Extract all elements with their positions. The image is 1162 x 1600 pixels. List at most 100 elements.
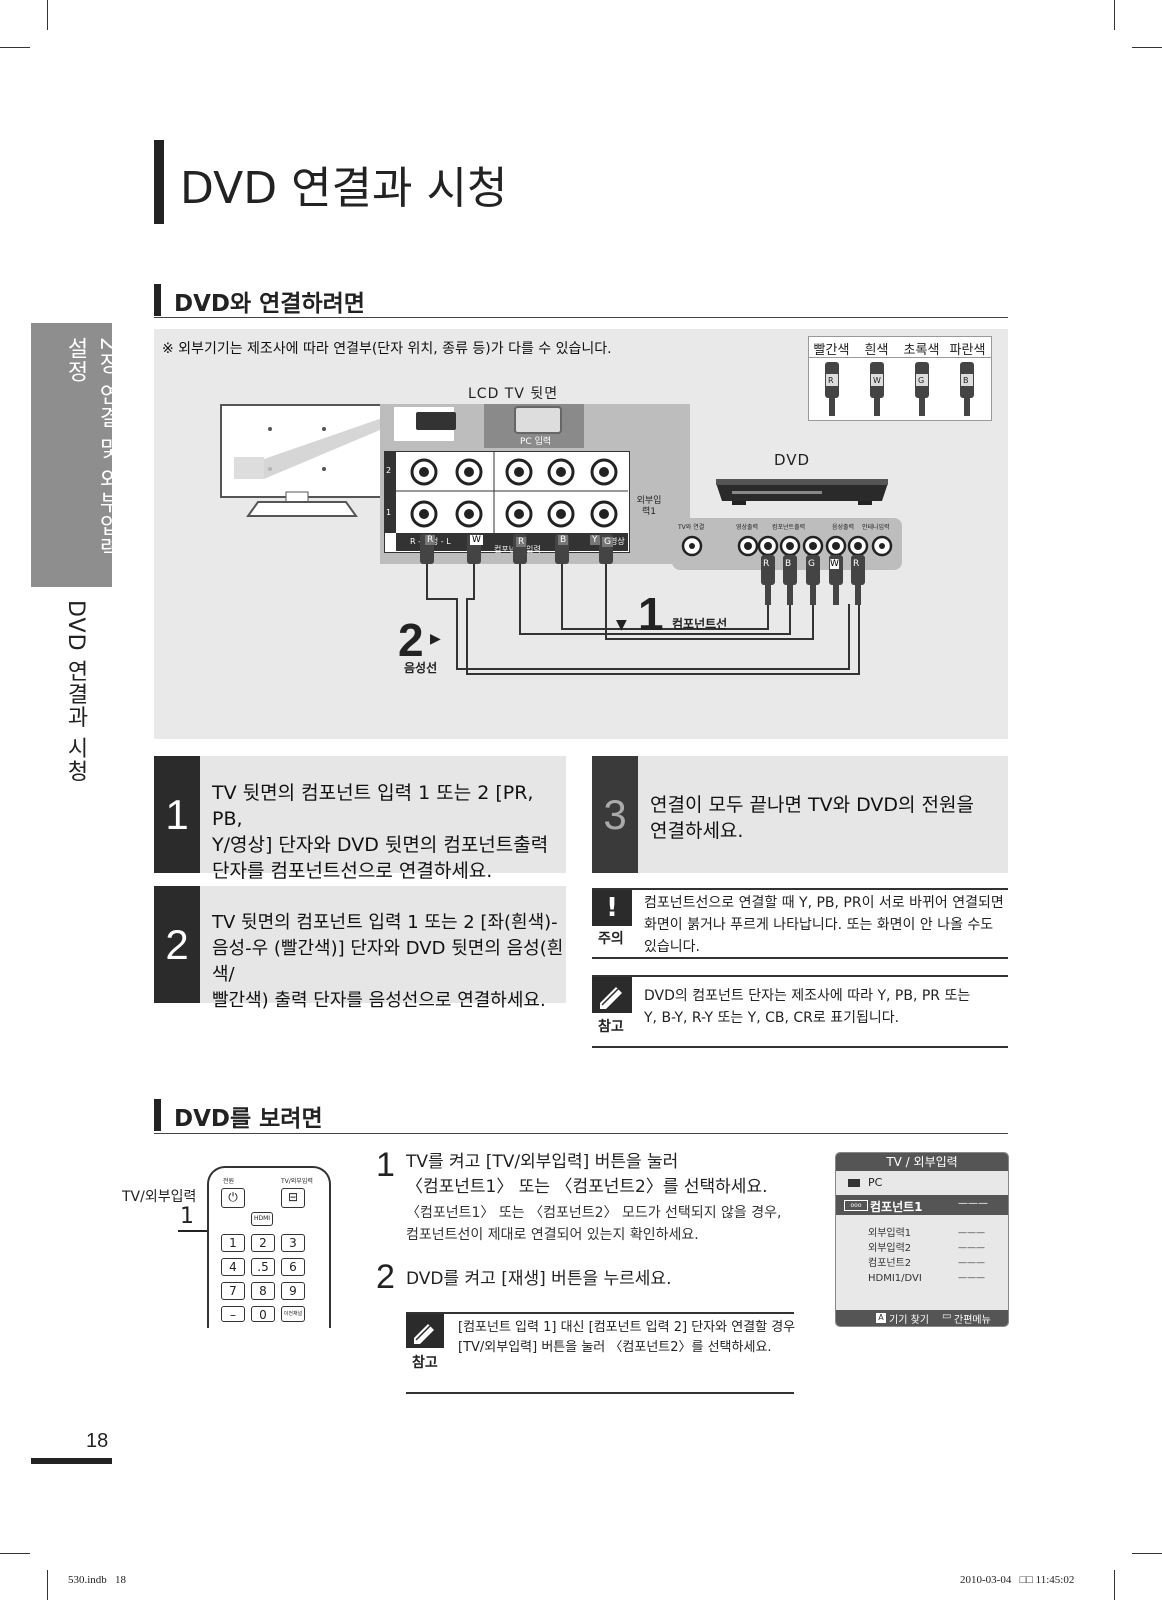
view-step2-text: DVD를 켜고 [재생] 버튼을 누르세요. xyxy=(406,1269,672,1289)
osd-footer-menu[interactable]: 간편메뉴 xyxy=(954,1315,991,1326)
view-step1-sub: 〈컴포넌트1〉 또는 〈컴포넌트2〉 모드가 선택되지 않을 경우, 컴포넌트선… xyxy=(406,1205,782,1243)
section-title: DVD와 연결하려면 xyxy=(174,291,365,317)
section-bar xyxy=(154,284,161,316)
step-number: 3 xyxy=(592,756,638,873)
key-9[interactable]: 9 xyxy=(281,1282,305,1300)
pc-input-label: PC 입력 xyxy=(520,437,552,447)
a-key-icon: A xyxy=(876,1313,886,1323)
note-text: DVD의 컴포넌트 단자는 제조사에 따라 Y, PB, PR 또는 Y, B-… xyxy=(644,988,971,1026)
section-title: DVD를 보려면 xyxy=(174,1106,323,1132)
osd-item[interactable]: HDMI1/DVI xyxy=(868,1273,922,1284)
step-text: 연결이 모두 끝나면 TV와 DVD의 전원을 연결하세요. xyxy=(650,794,974,842)
osd-item[interactable]: 외부입력1 xyxy=(868,1228,912,1239)
plug-letter: B xyxy=(785,559,792,569)
pencil-note-icon xyxy=(406,1314,444,1348)
legend-green: 초록색 xyxy=(903,343,940,358)
view-note-rule-top xyxy=(406,1312,794,1314)
plug-letter: W xyxy=(873,376,881,385)
dvd-player-icon xyxy=(716,479,888,505)
zoom-beam xyxy=(264,414,394,479)
view-note-rule-bottom xyxy=(406,1392,794,1394)
plug-letter: R xyxy=(828,376,834,385)
pc-icon xyxy=(848,1179,860,1187)
title-bar xyxy=(154,140,164,224)
view-note-text: [컴포넌트 입력 1] 대신 [컴포넌트 입력 2] 단자와 연결할 경우 [T… xyxy=(458,1320,796,1355)
plug-letter: G xyxy=(602,537,613,547)
cable2-number: 2 xyxy=(398,614,424,666)
view-note-label: 참고 xyxy=(412,1355,438,1371)
hdmi-button[interactable]: HDMI xyxy=(251,1212,273,1226)
power-button[interactable]: ⏻ xyxy=(221,1188,245,1208)
dvd-panel-label: 음성출력 xyxy=(832,524,855,531)
crop-mark xyxy=(47,0,48,30)
view-step1-number: 1 xyxy=(376,1146,395,1184)
key-4[interactable]: 4 xyxy=(221,1258,245,1276)
plug-letter: R xyxy=(425,535,436,545)
plug-letter: W xyxy=(830,559,839,569)
plug-letter: Y xyxy=(590,535,600,545)
key-1[interactable]: 1 xyxy=(221,1234,245,1252)
plug-letter: R xyxy=(516,537,527,547)
crop-mark xyxy=(0,47,30,48)
osd-footer-find[interactable]: 기기 찾기 xyxy=(889,1315,929,1326)
note-label: 참고 xyxy=(598,1019,624,1035)
osd-items-list: 외부입력1 외부입력2 컴포넌트2 HDMI1/DVI xyxy=(868,1226,922,1286)
step-number: 2 xyxy=(154,886,200,1003)
remote-callout-label: TV/외부입력 xyxy=(122,1189,197,1205)
tv-back-label: LCD TV 뒷면 xyxy=(468,386,559,402)
dvd-jack-icons xyxy=(681,535,893,557)
legend-blue: 파란색 xyxy=(949,343,986,358)
dvd-panel-label: 컴포넌트출력 xyxy=(772,524,806,531)
plug-letter: G xyxy=(808,559,815,569)
arrow-down-icon: ▼ xyxy=(616,617,627,633)
notice-text: ※ 외부기기는 제조사에 따라 연결부(단자 위치, 종류 등)가 다를 수 있… xyxy=(162,341,612,357)
row-label: 1 xyxy=(386,508,392,517)
key-2[interactable]: 2 xyxy=(251,1234,275,1252)
step-text: TV 뒷면의 컴포넌트 입력 1 또는 2 [좌(흰색)- 음성-우 (빨간색)… xyxy=(212,912,564,1011)
jack-icons xyxy=(384,451,628,551)
tv-input-osd: TV / 외부입력 PC ooo 컴포넌트1 ——— 외부입력1 외부입력2 컴… xyxy=(835,1152,1009,1327)
key-0[interactable]: 0 xyxy=(251,1306,275,1322)
osd-item[interactable]: 외부입력2 xyxy=(868,1243,912,1254)
plug-letter: W xyxy=(470,535,483,545)
plug-letter: B xyxy=(963,376,969,385)
key-8[interactable]: 8 xyxy=(251,1282,275,1300)
prev-channel-key[interactable]: 이전채널 xyxy=(281,1306,305,1322)
key-3[interactable]: 3 xyxy=(281,1234,305,1252)
tv-input-button[interactable]: ⊟ xyxy=(281,1188,305,1208)
cable1-number: 1 xyxy=(638,588,664,640)
legend-red: 빨간색 xyxy=(813,343,850,358)
key-6[interactable]: 6 xyxy=(281,1258,305,1276)
osd-item-selected[interactable]: ooo 컴포넌트1 ——— xyxy=(836,1195,1008,1215)
video-label: 영상 xyxy=(610,537,625,546)
caution-label: 주의 xyxy=(598,931,624,947)
key-dash[interactable]: – xyxy=(221,1306,245,1322)
plug-icons xyxy=(825,362,974,416)
plug-letter: R xyxy=(853,559,860,569)
note-rule-bottom xyxy=(592,1046,1008,1048)
section-side-label: DVD 연결과 시청 xyxy=(63,600,88,783)
osd-footer: A 기기 찾기 ▭ 간편메뉴 xyxy=(836,1310,1008,1326)
row-label: 2 xyxy=(386,466,392,475)
osd-values-list: ——— ——— ——— ——— xyxy=(958,1228,985,1283)
key-5[interactable]: .5 xyxy=(251,1258,275,1276)
hdmi-port-icon xyxy=(416,412,456,430)
osd-item[interactable]: 컴포넌트2 xyxy=(868,1258,912,1269)
crop-mark xyxy=(1114,1570,1115,1600)
cable1-label: 컴포넌트선 xyxy=(672,617,728,631)
osd-item-pc[interactable]: PC xyxy=(868,1176,883,1189)
key-7[interactable]: 7 xyxy=(221,1282,245,1300)
legend-white: 흰색 xyxy=(864,343,889,358)
pc-port-area: PC 입력 xyxy=(484,404,584,448)
cable2-label: 음성선 xyxy=(404,661,438,675)
callout-line xyxy=(178,1230,222,1232)
connection-diagram: ※ 외부기기는 제조사에 따라 연결부(단자 위치, 종류 등)가 다를 수 있… xyxy=(154,329,1008,739)
color-legend: 빨간색 흰색 초록색 파란색 xyxy=(808,336,992,358)
plug-letter: B xyxy=(558,535,569,545)
ext-input-label: 외부입력1 xyxy=(636,496,662,517)
remote-callout-number: 1 xyxy=(180,1204,194,1229)
dvd-panel-label: 안테나입력 xyxy=(862,524,890,531)
page-number: 18 xyxy=(86,1430,109,1452)
view-step1-text: TV를 켜고 [TV/외부입력] 버튼을 눌러 〈컴포넌트1〉 또는 〈컴포넌트… xyxy=(406,1152,768,1197)
remote-tvinput-label: TV/외부입력 xyxy=(281,1178,313,1185)
